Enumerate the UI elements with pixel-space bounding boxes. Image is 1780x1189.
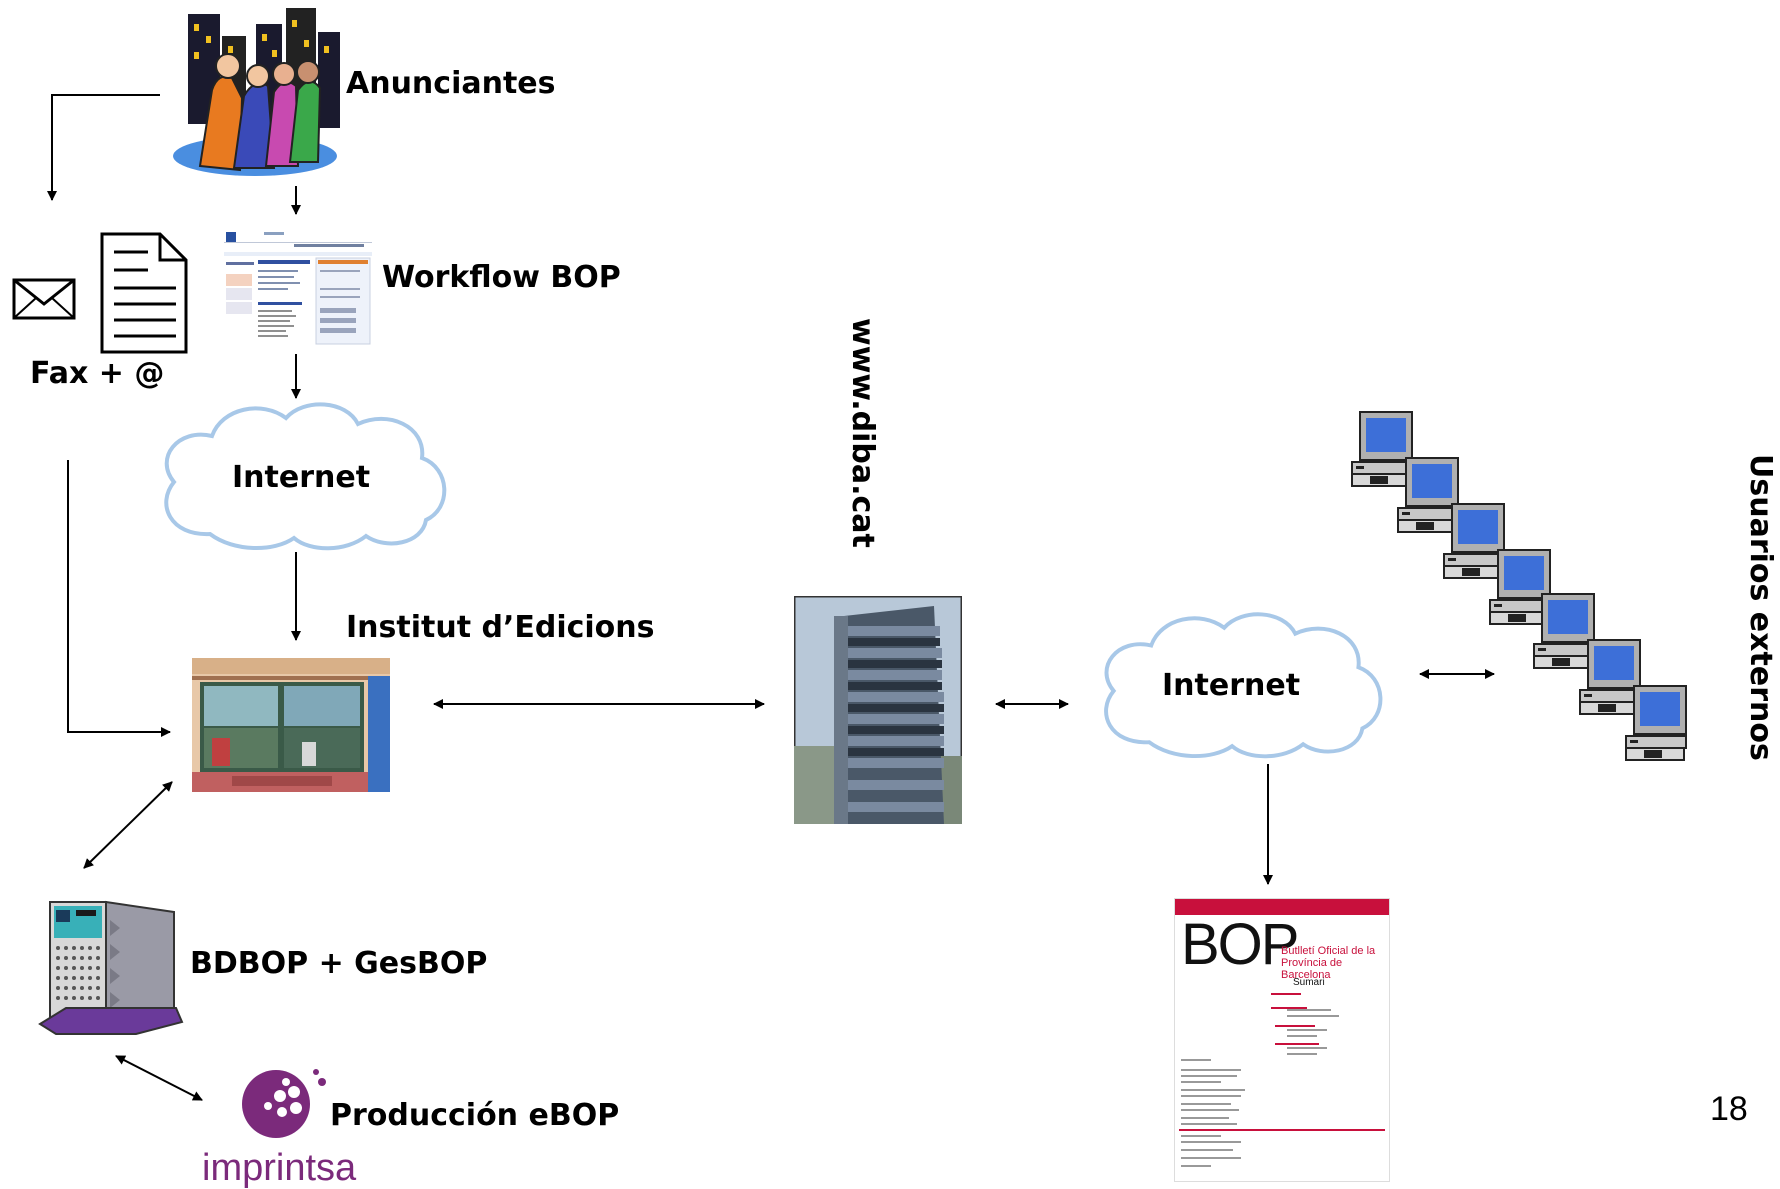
internet-right-label: Internet xyxy=(1162,668,1301,703)
internet-cloud-left-icon xyxy=(164,402,447,551)
bop-header-bar xyxy=(1175,899,1389,915)
usuarios-label: Usuarios externos xyxy=(1743,454,1778,761)
fax-label: Fax + @ xyxy=(30,356,165,391)
bop-title: BOP xyxy=(1181,912,1299,977)
arrow-anunciantes-to-fax xyxy=(47,94,160,201)
diba-building-photo xyxy=(794,596,962,824)
workflow-label: Workflow BOP xyxy=(382,260,621,295)
workflow-screenshot-thumbnail xyxy=(224,230,372,346)
bop-subtitle-line1: Butlletí Oficial de la xyxy=(1281,945,1376,957)
imprintsa-wordmark: imprintsa xyxy=(202,1147,357,1189)
envelope-icon xyxy=(12,278,76,320)
bop-sumari: Sumari xyxy=(1293,977,1325,988)
diba-label: www.diba.cat xyxy=(845,318,880,548)
internet-cloud-right-icon xyxy=(1104,612,1383,759)
bop-document-thumbnail: BOP Butlletí Oficial de la Província de … xyxy=(1174,898,1390,1182)
fax-document-icon xyxy=(100,232,188,354)
anunciantes-label: Anunciantes xyxy=(346,66,556,101)
page-number: 18 xyxy=(1710,1090,1748,1128)
arrow-fax-to-institut xyxy=(67,460,171,737)
produccion-label: Producción eBOP xyxy=(330,1098,620,1133)
bdbop-label: BDBOP + GesBOP xyxy=(190,946,488,981)
external-users-computers-icon xyxy=(1351,411,1687,761)
bop-body-text xyxy=(1179,993,1385,1167)
arrow-institut-server xyxy=(83,781,173,869)
internet-left-label: Internet xyxy=(232,460,371,495)
arrow-server-imprintsa xyxy=(115,1055,203,1101)
server-icon xyxy=(38,900,184,1035)
institut-building-photo xyxy=(192,658,390,792)
institut-label: Institut d’Edicions xyxy=(346,610,655,645)
anunciantes-people-icon xyxy=(173,8,340,176)
imprintsa-logo-icon xyxy=(242,1069,326,1138)
bop-subtitle-line2: Província de Barcelona xyxy=(1281,957,1343,981)
